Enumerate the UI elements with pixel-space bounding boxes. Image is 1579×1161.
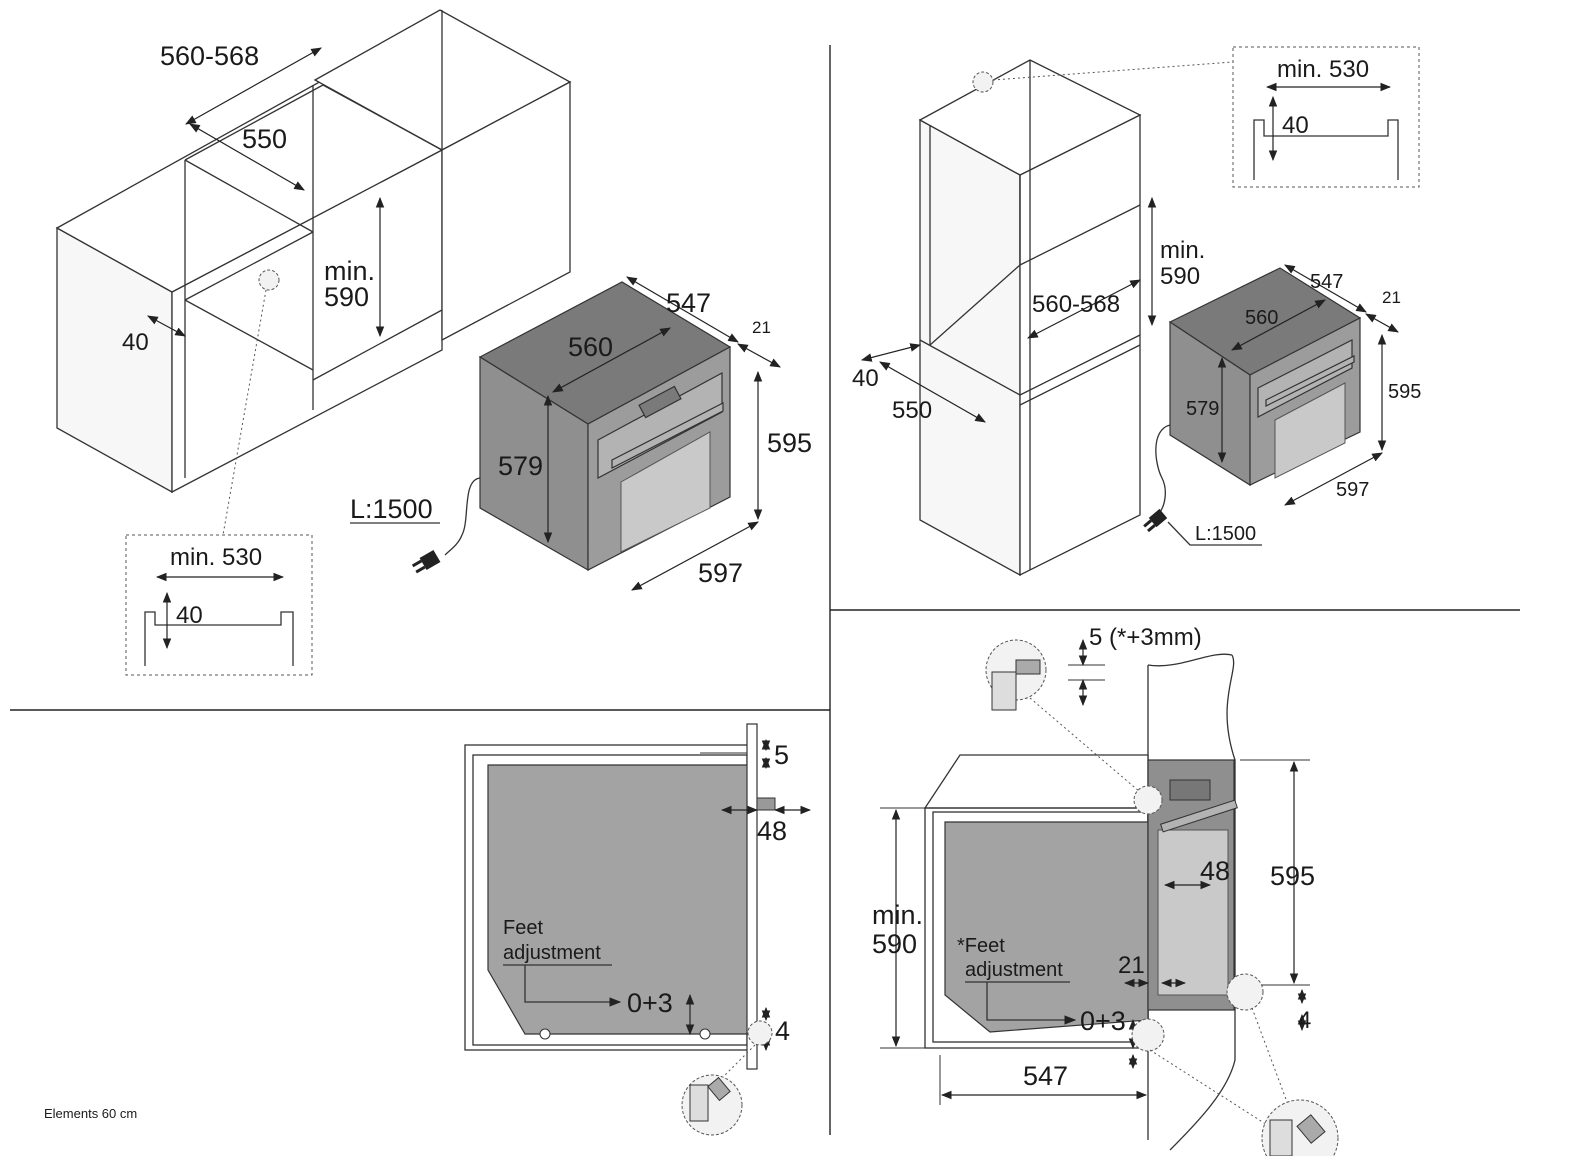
dim-total-height: 595 <box>767 428 812 458</box>
dim-min-height-right-value: 590 <box>1160 263 1200 290</box>
dim-setback-right-line <box>860 343 922 362</box>
br-oven-side <box>944 821 1149 1033</box>
detail-box <box>125 534 313 676</box>
br-top-gap: 5 (*+3mm) <box>1089 624 1202 651</box>
plug-icon <box>411 549 441 574</box>
dim-depth-right: 550 <box>892 397 932 424</box>
dim-front-width-right-line <box>1284 452 1383 506</box>
dim-oven-width: 560 <box>568 332 613 362</box>
br-front-thickness: 21 <box>1118 952 1145 979</box>
dim-oven-width-right-line <box>1231 299 1326 351</box>
br-handle-depth: 48 <box>1200 856 1230 886</box>
dim-depth-right-line <box>879 361 986 423</box>
plug-icon-right <box>1143 508 1168 533</box>
dim-front-thickness: 21 <box>752 318 771 337</box>
br-height: 595 <box>1270 861 1315 891</box>
detail-marker <box>258 269 280 291</box>
oven-iso-right <box>1168 267 1362 487</box>
panel-bottom-left: 5 48 Feet adjustment 0+3 4 <box>464 723 812 1136</box>
dim-min-height-right-label: min. <box>1160 237 1205 264</box>
panel-top-left: 560-568 550 min. 590 40 min. 530 40 547 … <box>55 9 812 676</box>
br-bottom-gap: 4 <box>1298 1007 1311 1034</box>
dim-body-height: 579 <box>498 451 543 481</box>
panel-top-right: min. 530 40 min. 590 560-568 40 550 547 … <box>852 46 1421 577</box>
dim-total-height-right: 595 <box>1388 381 1421 403</box>
power-cable-right <box>1155 424 1171 513</box>
dim-cable-right: L:1500 <box>1195 523 1256 545</box>
dim-oven-width-right: 560 <box>1245 307 1278 329</box>
br-feet-range: 0+3 <box>1080 1006 1126 1036</box>
dim-oven-depth-right: 547 <box>1310 271 1343 293</box>
caption: Elements 60 cm <box>44 1106 137 1121</box>
dim-width-range: 560-568 <box>160 41 259 71</box>
br-feet-line1: *Feet <box>957 935 1005 957</box>
dim-cable: L:1500 <box>350 494 433 524</box>
detail-box-right <box>1232 46 1420 188</box>
bl-feet-range: 0+3 <box>627 988 673 1018</box>
dim-width-range-line <box>185 47 322 125</box>
dim-oven-depth-right-line <box>1284 264 1367 313</box>
dim-front-width-line <box>631 521 759 591</box>
power-cable <box>444 477 481 556</box>
dim-setback: 40 <box>122 329 149 356</box>
dim-min-height-value: 590 <box>324 282 369 312</box>
dim-width-range-right-line <box>1027 279 1141 339</box>
detail-gap-right: 40 <box>1282 112 1309 139</box>
detail-min-width-right: min. 530 <box>1277 56 1369 83</box>
br-min-label: min. <box>872 900 923 930</box>
oven-side-section <box>487 764 753 1035</box>
dim-depth-line <box>189 123 305 191</box>
dim-front-width: 597 <box>698 558 743 588</box>
dim-oven-depth-line <box>626 276 739 343</box>
detail-gap: 40 <box>176 602 203 629</box>
dim-depth: 550 <box>242 124 287 154</box>
dim-width-range-right: 560-568 <box>1032 291 1120 318</box>
oven-front-panel <box>746 723 758 1070</box>
bl-top-gap: 5 <box>774 740 789 770</box>
detail-min-width: min. 530 <box>170 544 262 571</box>
dim-front-thickness-right: 21 <box>1382 288 1401 307</box>
dim-front-width-right: 597 <box>1336 479 1369 501</box>
br-min-value: 590 <box>872 929 917 959</box>
dim-oven-depth: 547 <box>666 288 711 318</box>
br-feet-line2: adjustment <box>965 959 1063 981</box>
bl-bottom-gap: 4 <box>775 1016 790 1046</box>
dim-setback-line <box>147 315 186 337</box>
bl-feet-line1: Feet <box>503 917 543 939</box>
dim-min-height-label: min. <box>324 256 375 286</box>
oven-iso-left <box>478 281 732 572</box>
br-depth: 547 <box>1023 1061 1068 1091</box>
detail-marker-right <box>972 71 994 93</box>
dim-oven-width-line <box>552 327 671 393</box>
bl-handle-depth: 48 <box>757 816 787 846</box>
dim-front-thickness-line <box>737 343 781 368</box>
dim-body-height-right: 579 <box>1186 398 1219 420</box>
dim-setback-right: 40 <box>852 365 879 392</box>
bl-feet-line2: adjustment <box>503 942 601 964</box>
panel-bottom-right: 5 (*+3mm) 595 48 min. 590 *Feet adjustme… <box>872 624 1339 1161</box>
dim-front-thickness-right-line <box>1365 313 1399 333</box>
